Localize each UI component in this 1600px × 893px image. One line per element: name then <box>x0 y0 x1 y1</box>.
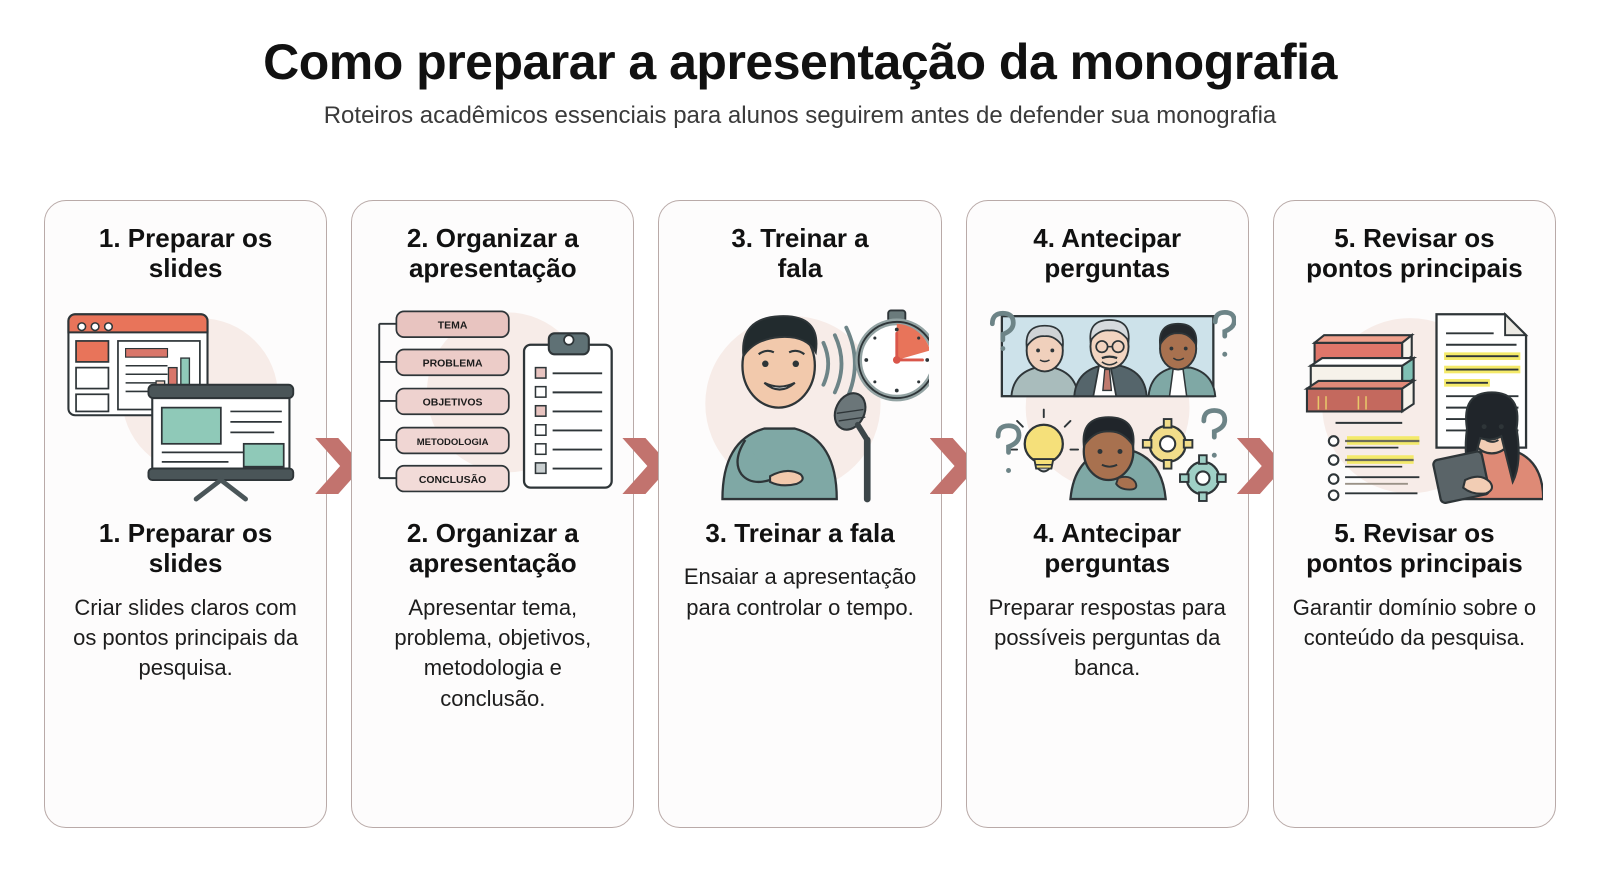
step-5-title: 5. Revisar os pontos principais <box>1306 518 1523 579</box>
step-card-5[interactable]: 5. Revisar os pontos principais <box>1272 200 1557 828</box>
step-2-title-line1: 2. Organizar a <box>406 517 579 548</box>
student-with-tablet-icon <box>1432 391 1544 504</box>
bullet-list-icon <box>1327 421 1420 501</box>
examining-board-icon <box>1000 314 1216 398</box>
step-card-1[interactable]: 1. Preparar os slides <box>44 200 328 828</box>
step-1-title-line1: 1. Preparar os <box>98 517 273 548</box>
step-4-title-line1: 4. Antecipar <box>1033 517 1182 548</box>
step-3-top-heading-line1: 3. Treinar a <box>731 223 869 253</box>
step-5-illustration <box>1286 296 1544 504</box>
outline-tree-lines <box>378 322 397 479</box>
steps-row: 1. Preparar os slides <box>44 200 1557 828</box>
outline-label-boxes: TEMA PROBLEMA OBJETIVOS METODOLOGIA CONC… <box>395 310 510 493</box>
step-2-top-heading-line1: 2. Organizar a <box>406 223 579 253</box>
projector-screen-icon <box>147 383 295 502</box>
step-card-3[interactable]: 3. Treinar a fala <box>658 200 942 828</box>
step-2-title: 2. Organizar a apresentação <box>407 518 579 579</box>
step-4-description: Preparar respostas para possíveis pergun… <box>988 594 1226 681</box>
step-3-title: 3. Treinar a fala <box>705 518 894 548</box>
step-1-top-heading-line1: 1. Preparar os <box>98 223 273 253</box>
step-4-top-heading: 4. Antecipar perguntas <box>1033 223 1181 284</box>
step-3-illustration <box>671 296 929 504</box>
connector-2 <box>622 200 671 828</box>
step-2-title-line2: apresentação <box>408 548 577 579</box>
outline-label-1: TEMA <box>438 320 468 331</box>
microphone-icon <box>834 391 871 503</box>
outline-label-4: METODOLOGIA <box>417 437 489 448</box>
step-4-illustration <box>979 296 1236 504</box>
page-subtitle: Roteiros acadêmicos essenciais para alun… <box>323 102 1277 129</box>
step-2-description: Apresentar tema, problema, objetivos, me… <box>394 594 592 711</box>
stopwatch-icon <box>855 309 929 402</box>
step-2-top-heading-line2: apresentação <box>408 253 577 284</box>
step-4-top-heading-line2: perguntas <box>1044 253 1171 284</box>
step-1-description: Criar slides claros com os pontos princi… <box>73 594 299 681</box>
connector-3 <box>929 200 978 828</box>
connector-1 <box>315 200 364 828</box>
step-4-top-heading-line1: 4. Antecipar <box>1033 223 1182 253</box>
speaker-person-icon <box>721 315 839 501</box>
step-1-top-heading: 1. Preparar os slides <box>99 223 272 284</box>
gears-icon <box>1141 417 1227 502</box>
step-card-2[interactable]: 2. Organizar a apresentação <box>351 200 635 828</box>
step-5-top-heading-line2: pontos principais <box>1306 253 1523 284</box>
step-2-top-heading: 2. Organizar a apresentação <box>407 223 579 284</box>
header: Como preparar a apresentação da monograf… <box>0 0 1600 131</box>
step-5-top-heading: 5. Revisar os pontos principais <box>1306 223 1523 284</box>
lightbulb-icon <box>1008 408 1079 473</box>
step-5-description: Garantir domínio sobre o conteúdo da pes… <box>1292 594 1537 650</box>
thinking-person-icon <box>1068 416 1167 501</box>
outline-label-3: OBJETIVOS <box>423 398 483 409</box>
step-3-top-heading: 3. Treinar a fala <box>731 223 868 284</box>
step-4-title: 4. Antecipar perguntas <box>1033 518 1181 579</box>
step-1-title: 1. Preparar os slides <box>99 518 272 579</box>
step-1-illustration <box>57 296 314 504</box>
step-5-top-heading-line1: 5. Revisar os <box>1334 223 1495 253</box>
outline-label-2: PROBLEMA <box>423 358 483 369</box>
question-mark-icons <box>989 309 1236 473</box>
step-2-illustration: TEMA PROBLEMA OBJETIVOS METODOLOGIA CONC… <box>364 296 621 504</box>
step-3-description: Ensaiar a apresentação para controlar o … <box>683 564 917 620</box>
step-4-title-line2: perguntas <box>1044 548 1171 579</box>
step-5-title-line2: pontos principais <box>1306 548 1523 579</box>
step-3-top-heading-line2: fala <box>777 253 823 284</box>
step-1-title-line2: slides <box>148 548 223 579</box>
outline-label-5: CONCLUSÃO <box>419 473 486 486</box>
page-title: Como preparar a apresentação da monograf… <box>263 34 1337 90</box>
step-1-top-heading-line2: slides <box>148 253 223 284</box>
connector-4 <box>1236 200 1285 828</box>
step-card-4[interactable]: 4. Antecipar perguntas <box>965 200 1249 828</box>
books-stack-icon <box>1303 332 1417 414</box>
clipboard-icon <box>523 332 614 489</box>
step-3-title-line1: 3. Treinar a fala <box>705 517 895 548</box>
step-5-title-line1: 5. Revisar os <box>1334 517 1495 548</box>
